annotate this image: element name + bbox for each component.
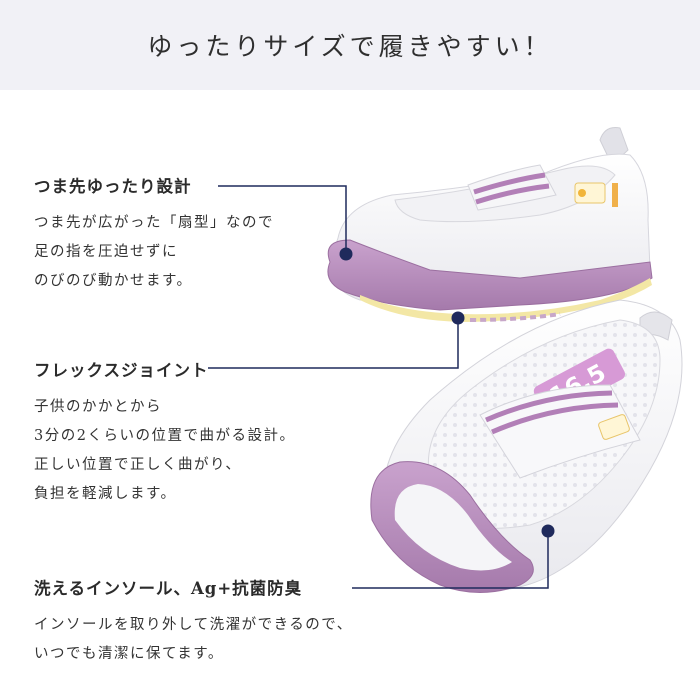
- feature-line: つま先が広がった「扇型」なので: [34, 215, 274, 231]
- feature-title: 洗えるインソール、Ag+抗菌防臭: [34, 579, 303, 598]
- feature-description: つま先が広がった「扇型」なので 足の指を圧迫せずに のびのび動かせます。: [34, 209, 274, 296]
- feature-line: 足の指を圧迫せずに: [34, 244, 178, 260]
- feature-line: 3分の2くらいの位置で曲がる設計。: [34, 428, 296, 444]
- feature-title: フレックスジョイント: [34, 361, 209, 380]
- callout-line-insole: [352, 531, 549, 589]
- callout-line-toe: [218, 185, 347, 254]
- feature-line: 正しい位置で正しく曲がり、: [34, 457, 242, 473]
- callout-dot-insole: [541, 524, 555, 538]
- feature-flex-joint: フレックスジョイント 子供のかかとから 3分の2くらいの位置で曲がる設計。 正し…: [34, 357, 295, 509]
- page-title: ゆったりサイズで履きやすい！: [147, 32, 553, 61]
- feature-title: つま先ゆったり設計: [34, 177, 192, 196]
- feature-line: 子供のかかとから: [34, 399, 162, 415]
- feature-toe-design: つま先ゆったり設計 つま先が広がった「扇型」なので 足の指を圧迫せずに のびのび…: [34, 173, 274, 296]
- callout-dot-flex: [451, 311, 465, 325]
- feature-description: 子供のかかとから 3分の2くらいの位置で曲がる設計。 正しい位置で正しく曲がり、…: [34, 393, 295, 509]
- header-banner: ゆったりサイズで履きやすい！: [0, 0, 700, 90]
- callout-line-flex: [208, 318, 459, 369]
- feature-line: 負担を軽減します。: [34, 486, 177, 502]
- feature-washable-insole: 洗えるインソール、Ag+抗菌防臭 インソールを取り外して洗濯ができるので、 いつ…: [34, 575, 353, 669]
- top-view-shoe: 16.5: [370, 299, 683, 593]
- feature-line: のびのび動かせます。: [34, 273, 193, 289]
- feature-line: インソールを取り外して洗濯ができるので、: [34, 617, 353, 633]
- side-view-shoe: [327, 127, 653, 322]
- callout-dot-toe: [339, 247, 353, 261]
- feature-description: インソールを取り外して洗濯ができるので、 いつでも清潔に保てます。: [34, 611, 353, 669]
- feature-line: いつでも清潔に保てます。: [34, 646, 224, 662]
- callout-lines: [208, 185, 549, 589]
